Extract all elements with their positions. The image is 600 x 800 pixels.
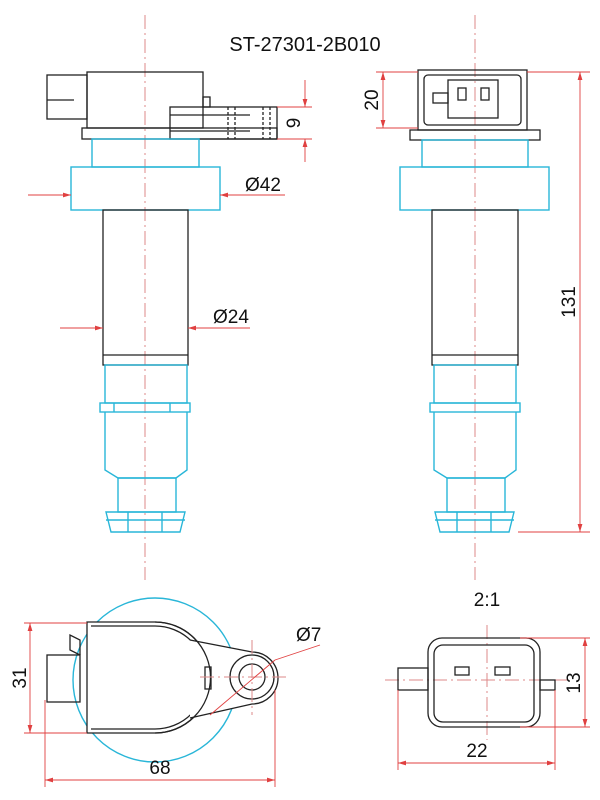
dim-overall-length: 131	[559, 286, 580, 318]
dim-connector-height: 20	[362, 89, 383, 110]
dim-width: 31	[10, 667, 31, 688]
top-view: Ø7 31 68	[10, 597, 321, 787]
dim-hole-diameter: Ø7	[296, 625, 321, 646]
dim-head-diameter: Ø42	[245, 175, 281, 196]
scale-label: 2:1	[474, 590, 500, 611]
dim-connector-face-height: 13	[564, 672, 585, 693]
connector-detail: 2:1 13 22	[385, 590, 590, 770]
front-view: 20 131	[362, 15, 590, 580]
part-number-title: ST-27301-2B010	[229, 34, 380, 56]
dim-length: 68	[149, 758, 170, 779]
side-view-left: 9 Ø42 Ø24	[28, 15, 312, 580]
dim-flange-thickness: 9	[284, 118, 305, 129]
dim-tube-diameter: Ø24	[213, 307, 249, 328]
dim-connector-width: 22	[466, 741, 487, 762]
